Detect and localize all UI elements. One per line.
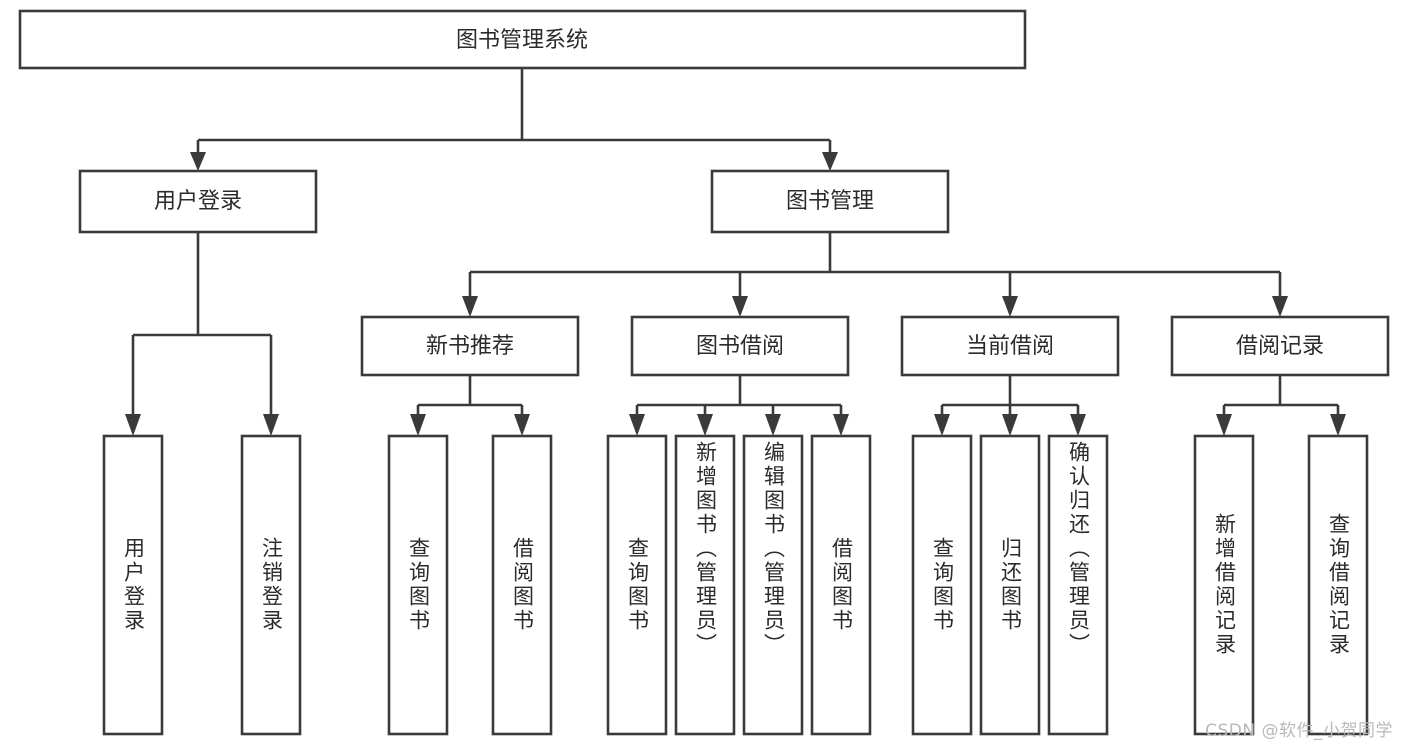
arrow-to-br-add-record [1216, 414, 1232, 436]
node-user-login-label: 用户登录 [154, 189, 242, 214]
node-root-label: 图书管理系统 [456, 28, 588, 53]
connector-group-borrow-record [1216, 375, 1346, 436]
arrow-to-br-query-record [1330, 414, 1346, 436]
connector-group-root [190, 68, 838, 171]
node-new-book-recommend-label: 新书推荐 [426, 334, 514, 359]
node-book-borrow[interactable]: 图书借阅 [630, 315, 850, 377]
arrow-to-nbr-borrow-book [514, 414, 530, 436]
node-current-borrow-box[interactable] [900, 315, 1120, 377]
arrow-to-nbr-query-book [410, 414, 426, 436]
node-book-management-label: 图书管理 [786, 189, 874, 214]
node-root[interactable]: 图书管理系统 [18, 9, 1027, 70]
arrow-to-new-book-recommend [462, 296, 478, 317]
node-new-book-recommend[interactable]: 新书推荐 [360, 315, 580, 377]
connector-group-book-borrow [629, 375, 849, 436]
node-user-login[interactable]: 用户登录 [78, 169, 318, 234]
arrow-to-cb-query-book [934, 414, 950, 436]
arrow-to-bb-add-book [697, 414, 713, 436]
node-bb-add-book-box[interactable] [674, 434, 736, 736]
arrow-to-login [125, 414, 141, 436]
csdn-watermark: CSDN @软件_小贺同学 [1205, 721, 1393, 741]
connector-group-current-borrow [934, 375, 1086, 436]
node-cb-query-book-box[interactable] [911, 434, 973, 736]
node-cb-confirm-return-box[interactable] [1047, 434, 1109, 736]
node-br-query-record-box[interactable] [1307, 434, 1369, 736]
arrow-to-bb-query-book [629, 414, 645, 436]
connector-group-book-management [462, 232, 1288, 317]
node-new-book-recommend-box[interactable] [360, 315, 580, 377]
node-bb-query-book-box[interactable] [606, 434, 668, 736]
node-nbr-query-book-box[interactable] [387, 434, 449, 736]
node-login-box[interactable] [102, 434, 164, 736]
connector-group-user-login [125, 232, 279, 436]
node-borrow-record-label: 借阅记录 [1236, 334, 1324, 359]
arrow-to-bb-edit-book [765, 414, 781, 436]
node-book-borrow-label: 图书借阅 [696, 334, 784, 359]
node-br-add-record-box[interactable] [1193, 434, 1255, 736]
node-logout-box[interactable] [240, 434, 302, 736]
node-current-borrow-label: 当前借阅 [966, 334, 1054, 359]
connector-group-new-book-recommend [410, 375, 530, 436]
arrow-to-bb-borrow-book [833, 414, 849, 436]
node-borrow-record-box[interactable] [1170, 315, 1390, 377]
node-bb-edit-book-box[interactable] [742, 434, 804, 736]
node-nbr-borrow-book-box[interactable] [491, 434, 553, 736]
arrow-to-book-borrow [732, 296, 748, 317]
arrow-to-book-management [822, 152, 838, 171]
node-bb-borrow-book-box[interactable] [810, 434, 872, 736]
node-borrow-record[interactable]: 借阅记录 [1170, 315, 1390, 377]
arrow-to-borrow-record [1272, 296, 1288, 317]
node-book-borrow-box[interactable] [630, 315, 850, 377]
node-cb-return-book-box[interactable] [979, 434, 1041, 736]
arrow-to-cb-confirm-return [1070, 414, 1086, 436]
node-current-borrow[interactable]: 当前借阅 [900, 315, 1120, 377]
arrow-to-cb-return-book [1002, 414, 1018, 436]
node-book-management[interactable]: 图书管理 [710, 169, 950, 234]
arrow-to-current-borrow [1002, 296, 1018, 317]
arrow-to-logout [263, 414, 279, 436]
arrow-to-user-login [190, 152, 206, 171]
node-user-login-box[interactable] [78, 169, 318, 234]
node-root-box[interactable] [18, 9, 1027, 70]
node-book-management-box[interactable] [710, 169, 950, 234]
